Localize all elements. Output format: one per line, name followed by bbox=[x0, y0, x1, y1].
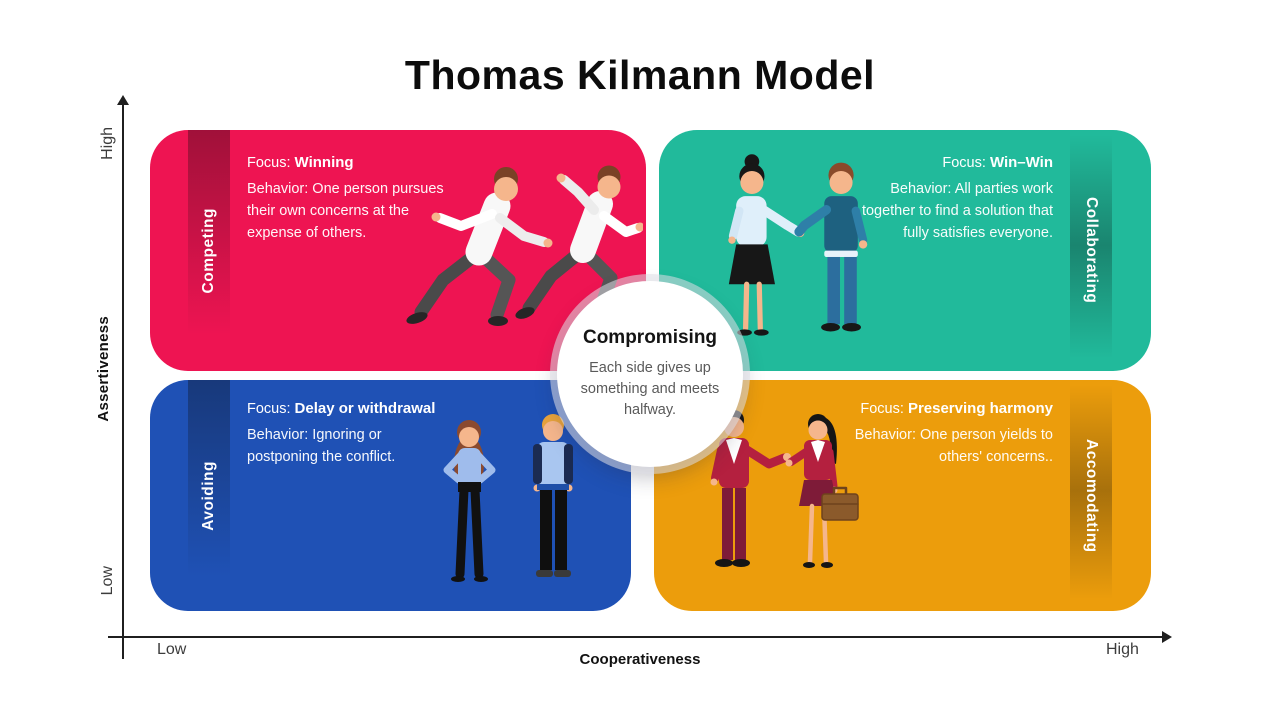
avoiding-text-block: Focus: Delay or withdrawal Behavior: Ign… bbox=[247, 400, 443, 468]
compromising-description: Each side gives up something and meets h… bbox=[580, 360, 720, 418]
y-axis-arrow-icon bbox=[117, 95, 129, 105]
x-axis-high-label: High bbox=[1106, 641, 1139, 658]
quadrant-name-competing: Competing bbox=[200, 207, 217, 294]
avoiding-focus: Focus: Delay or withdrawal bbox=[247, 400, 436, 417]
avoiding-label-strip: Avoiding bbox=[188, 380, 230, 611]
x-axis-line bbox=[108, 636, 1166, 638]
competing-label-strip: Competing bbox=[188, 130, 230, 371]
x-axis-low-label: Low bbox=[157, 641, 187, 658]
competing-behavior: Behavior: One person pursues their own c… bbox=[247, 181, 444, 241]
quadrant-accomodating: Accomodating Focus: Preserving harmony B… bbox=[654, 380, 1151, 611]
business-pair-briefcase-illustration bbox=[710, 410, 859, 568]
x-axis-title: Cooperativeness bbox=[579, 651, 701, 668]
y-axis-title: Assertiveness bbox=[95, 316, 112, 422]
collaborating-behavior: Behavior: All parties work together to f… bbox=[861, 181, 1053, 241]
collaborating-text-block: Focus: Win–Win Behavior: All parties wor… bbox=[839, 154, 1053, 244]
quadrant-competing: Competing Focus: Winning Behavior: One p… bbox=[150, 130, 646, 371]
compromising-title: Compromising bbox=[582, 327, 718, 348]
two-men-racing-illustration bbox=[406, 165, 643, 326]
handshake-pair-illustration bbox=[728, 154, 868, 336]
quadrant-avoiding: Avoiding Focus: Delay or withdrawal Beha… bbox=[150, 380, 631, 611]
quadrant-collaborating: Collaborating Focus: Win–Win Behavior: A… bbox=[659, 130, 1151, 371]
accomodating-text-block: Focus: Preserving harmony Behavior: One … bbox=[847, 400, 1053, 468]
competing-focus: Focus: Winning bbox=[247, 154, 354, 171]
avoiding-behavior: Behavior: Ignoring or postponing the con… bbox=[247, 427, 396, 465]
compromising-circle: Compromising Each side gives up somethin… bbox=[557, 281, 743, 467]
page-title: Thomas Kilmann Model bbox=[404, 52, 876, 98]
quadrant-name-avoiding: Avoiding bbox=[200, 460, 217, 531]
accomodating-behavior: Behavior: One person yields to others' c… bbox=[854, 427, 1053, 465]
competing-text-block: Focus: Winning Behavior: One person purs… bbox=[247, 154, 467, 244]
y-axis-high-label: High bbox=[99, 127, 116, 160]
accomodating-focus: Focus: Preserving harmony bbox=[860, 400, 1053, 417]
collaborating-label-strip: Collaborating bbox=[1070, 130, 1112, 371]
x-axis-arrow-icon bbox=[1162, 631, 1172, 643]
quadrant-name-collaborating: Collaborating bbox=[1083, 197, 1100, 304]
collaborating-focus: Focus: Win–Win bbox=[942, 154, 1053, 171]
y-axis-low-label: Low bbox=[99, 566, 116, 596]
y-axis-line bbox=[122, 103, 124, 659]
standing-pair-illustration bbox=[443, 414, 573, 582]
quadrant-name-accomodating: Accomodating bbox=[1083, 438, 1100, 553]
accomodating-label-strip: Accomodating bbox=[1070, 380, 1112, 611]
